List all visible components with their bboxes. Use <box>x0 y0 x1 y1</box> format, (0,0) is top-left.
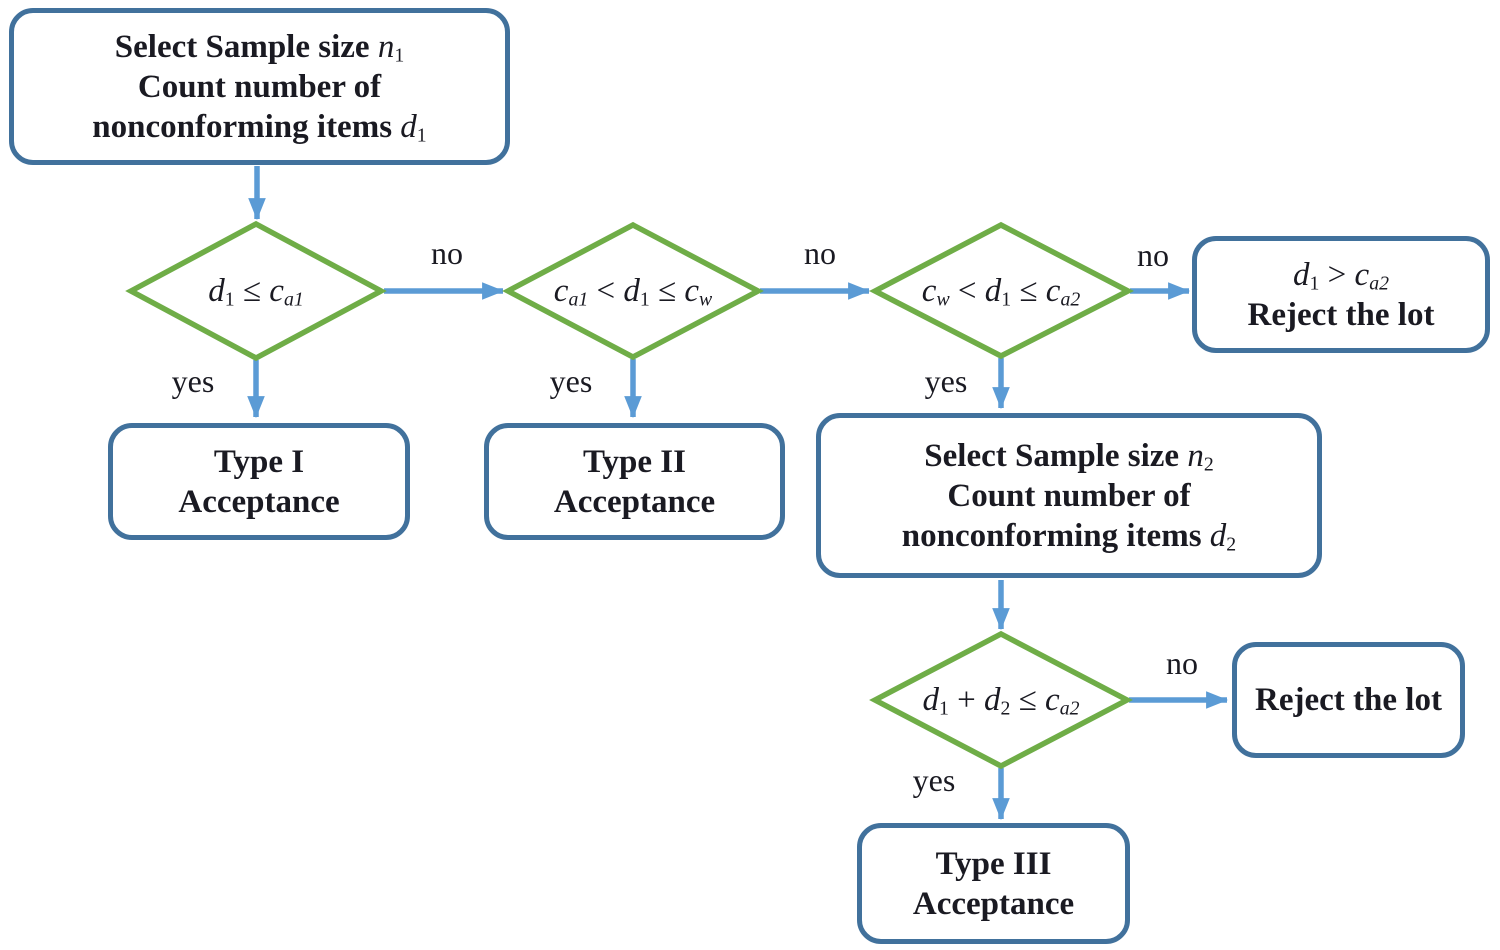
decision4-label: d1 + d2 ≤ ca2 <box>922 682 1080 720</box>
edge-label-decision1-no: no <box>431 235 463 271</box>
node-reject-lot-2-text: Reject the lot <box>1255 682 1442 718</box>
edge-label-decision3-yes: yes <box>924 363 968 399</box>
edge-label-decision2-no: no <box>804 235 836 271</box>
node-reject-lot-2: Reject the lot <box>1232 642 1465 758</box>
decision1-label: d1 ≤ ca1 <box>208 273 304 311</box>
decision3-label: cw < d1 ≤ ca2 <box>921 273 1081 311</box>
edge-label-decision4-no: no <box>1166 645 1198 681</box>
edge-label-decision2-yes: yes <box>549 363 593 399</box>
edge-label-decision3-no: no <box>1137 237 1169 273</box>
edge-label-decision4-yes: yes <box>912 762 956 798</box>
edge-label-decision1-yes: yes <box>171 363 215 399</box>
decision2-label: ca1 < d1 ≤ cw <box>553 273 713 311</box>
